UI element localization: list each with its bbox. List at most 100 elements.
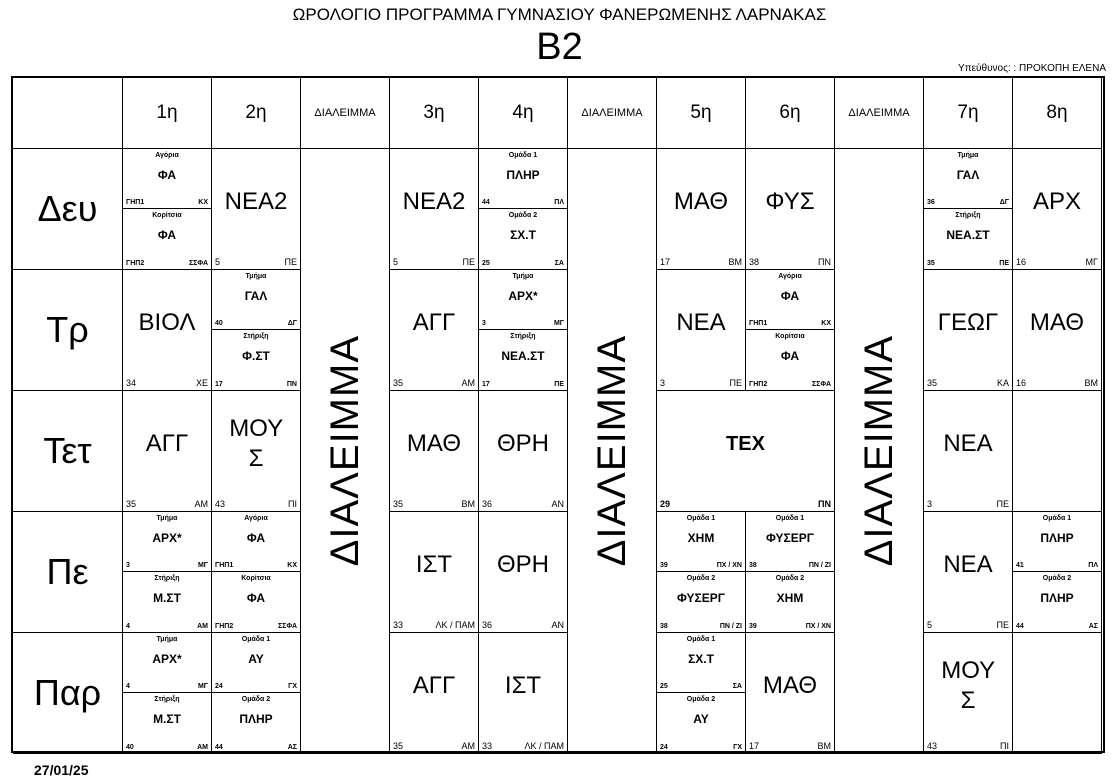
room: ΓΗΠ1 (126, 199, 145, 206)
teacher: ΑΜ (461, 741, 476, 751)
teacher: ΛΚ / ΠΑΜ (524, 741, 564, 751)
subject: ΜΟΥ Σ (941, 657, 996, 714)
lesson: ΒΙΟΛ 34 ΧΕ (123, 270, 211, 390)
teacher: ΑΜ (197, 623, 208, 630)
subject: ΙΣΤ (504, 672, 542, 699)
room: 24 (215, 683, 223, 690)
group-label: Ομάδα 1 (241, 636, 271, 643)
break-column: ΔΙΑΛΕΙΜΜΑ (835, 149, 924, 754)
break-label: ΔΙΑΛΕΙΜΜΑ (856, 335, 901, 567)
group-label: Ομάδα 1 (686, 636, 716, 643)
print-date: 27/01/25 (34, 762, 89, 778)
room: 43 (927, 741, 938, 751)
subject: Φ.ΣΤ (242, 349, 270, 363)
group-label: Κορίτσια (775, 333, 805, 340)
subject: ΝΕΑ (943, 551, 993, 578)
column-header: 6η (746, 78, 835, 149)
column-header: 1η (123, 78, 212, 149)
lesson-cell (1013, 633, 1102, 754)
column-header: 8η (1013, 78, 1102, 149)
column-header (13, 78, 123, 149)
teacher: ΔΓ (999, 199, 1009, 206)
group-label: Στήριξη (243, 333, 269, 340)
subject: ΓΕΩΓ (937, 309, 999, 336)
subject: ΝΕΑ.ΣΤ (946, 228, 990, 242)
teacher: ΠΝ (818, 499, 831, 509)
subject: ΝΕΑ2 (224, 188, 288, 215)
subject: ΝΕΑ (676, 309, 726, 336)
teacher: ΠΕ (729, 378, 742, 388)
room: 36 (927, 199, 935, 206)
group-label: Ομάδα 1 (508, 152, 538, 159)
teacher: ΧΕ (195, 378, 208, 388)
room: 25 (482, 260, 490, 267)
group-label: Αγόρια (778, 273, 802, 280)
teacher: ΑΣ (287, 744, 297, 751)
teacher: ΛΚ / ΠΑΜ (435, 620, 475, 630)
room: ΓΗΠ1 (215, 562, 234, 569)
group-label: Κορίτσια (241, 575, 271, 582)
room: 34 (126, 378, 137, 388)
lesson (1013, 391, 1101, 511)
room: 3 (482, 320, 486, 327)
subject: ΦΑ (246, 591, 266, 605)
subject: ΜΑΘ (406, 430, 462, 457)
room: 35 (927, 378, 938, 388)
subject: ΒΙΟΛ (138, 309, 196, 336)
subject: ΑΡΧ* (152, 531, 182, 545)
room: 35 (927, 260, 935, 267)
room: 44 (215, 744, 223, 751)
room: 41 (1016, 562, 1024, 569)
room: 38 (749, 257, 760, 267)
room: 38 (749, 562, 757, 569)
teacher: ΠΙ (288, 499, 297, 509)
subject: ΦΑ (780, 349, 800, 363)
subject: ΘΡΗ (496, 430, 549, 457)
room: 5 (927, 620, 933, 630)
break-label: ΔΙΑΛΕΙΜΜΑ (322, 335, 367, 567)
subject: ΓΑΛ (244, 289, 268, 303)
group-label: Τμήμα (156, 636, 178, 643)
subject: ΠΛΗΡ (1040, 531, 1074, 545)
subject: ΦΥΣΕΡΓ (766, 531, 814, 545)
teacher: ΠΝ (818, 257, 831, 267)
break-column: ΔΙΑΛΕΙΜΜΑ (568, 149, 657, 754)
subject: ΦΑ (246, 531, 266, 545)
room: 33 (393, 620, 404, 630)
room: 38 (660, 623, 668, 630)
room: 35 (393, 741, 404, 751)
teacher: ΠΕ (554, 381, 564, 388)
subject: ΑΓΓ (412, 309, 456, 336)
subject: ΑΡΧ* (152, 652, 182, 666)
break-column: ΔΙΑΛΕΙΜΜΑ (301, 149, 390, 754)
subject: ΑΥ (248, 652, 264, 666)
room: 5 (215, 257, 221, 267)
teacher: ΠΝ / ΖΙ (808, 562, 831, 569)
column-header: 5η (657, 78, 746, 149)
teacher: ΑΣ (1088, 623, 1098, 630)
teacher: ΚΧ (287, 562, 297, 569)
subject: ΓΑΛ (956, 168, 980, 182)
